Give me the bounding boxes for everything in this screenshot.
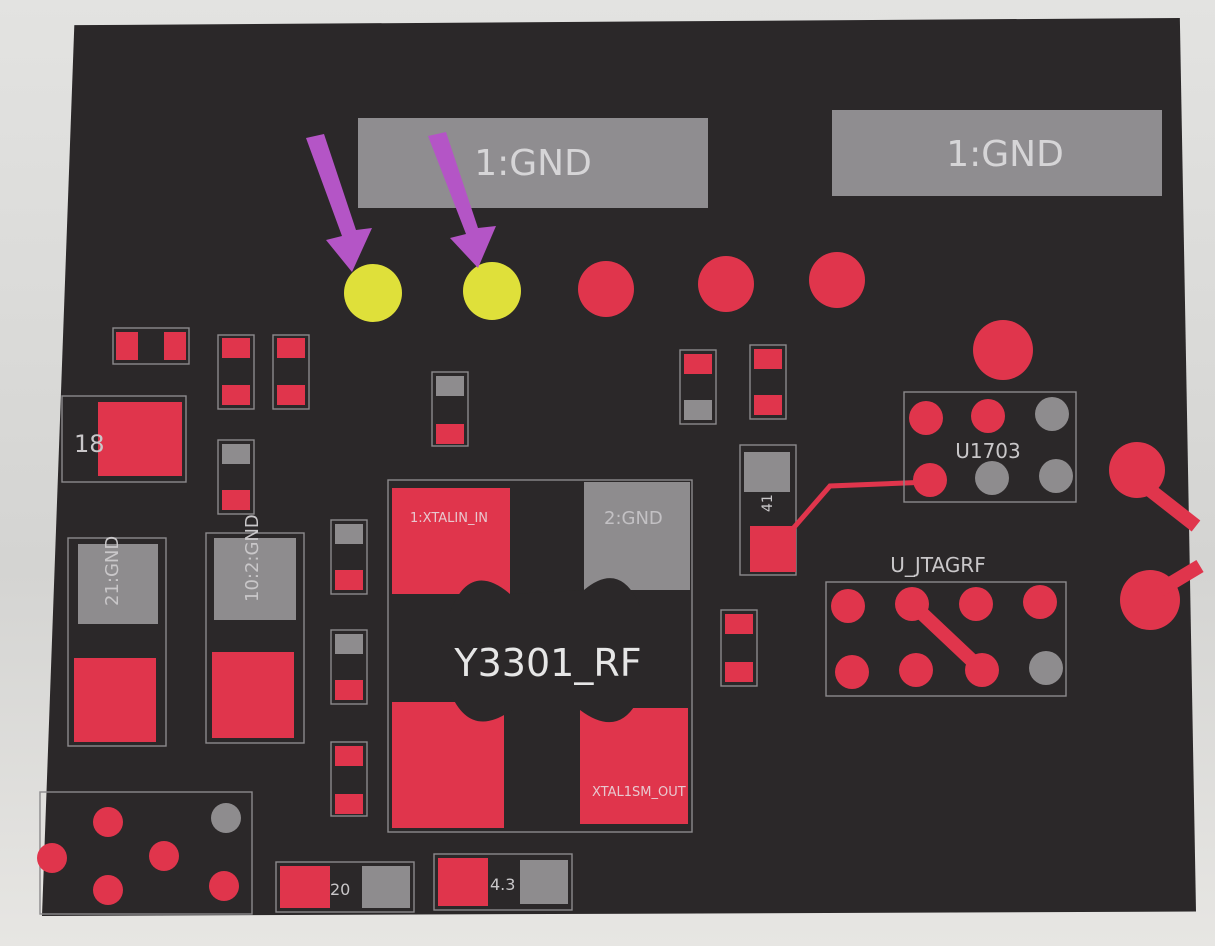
component-u-jtagrf: U_JTAGRF xyxy=(825,553,1067,697)
resistor-footprint xyxy=(272,334,310,410)
resistor-footprint xyxy=(330,519,368,595)
part-20: 20 xyxy=(275,861,415,913)
arrow-pointer-icon xyxy=(306,134,372,272)
component-y3301-rf: 1:XTALIN_IN 2:GND XTAL1SM_OUT Y3301_RF xyxy=(387,479,693,833)
resistor-footprint xyxy=(720,609,758,687)
component-label: Y3301_RF xyxy=(453,641,641,685)
crystal-pad xyxy=(584,482,690,590)
arrow-pointer-icon xyxy=(428,132,496,268)
crystal-pad xyxy=(392,488,510,594)
test-pad-row xyxy=(344,252,865,322)
component-label: U_JTAGRF xyxy=(890,553,985,577)
test-pad xyxy=(578,261,634,317)
test-pad xyxy=(698,256,754,312)
part-label: 18 xyxy=(74,430,105,458)
resistor-footprint xyxy=(112,327,190,365)
gnd-label-text: 1:GND xyxy=(474,143,592,184)
pin-label: XTAL1SM_OUT xyxy=(592,785,686,800)
component-u1703: U1703 xyxy=(903,391,1077,503)
resistor-footprint xyxy=(217,334,255,410)
part-label: 10:2:GND xyxy=(242,514,263,602)
test-pad xyxy=(973,320,1033,380)
resistor-footprint xyxy=(679,349,717,425)
edge-pads xyxy=(1109,442,1204,630)
pin-label: 1:XTALIN_IN xyxy=(410,511,488,526)
part-43: 4.3 xyxy=(433,853,573,911)
trace xyxy=(788,479,931,534)
resistor-footprint xyxy=(749,344,787,420)
part-label: 41 xyxy=(760,494,776,512)
test-pad xyxy=(809,252,865,308)
part-label: 21:GND xyxy=(102,536,123,606)
component-label: U1703 xyxy=(955,439,1021,463)
part-10: 10:2:GND xyxy=(205,514,305,744)
test-pad-highlighted xyxy=(463,262,521,320)
test-pad-highlighted xyxy=(344,264,402,322)
resistor-footprint xyxy=(330,629,368,705)
part-21: 21:GND xyxy=(67,536,167,747)
resistor-footprint xyxy=(330,741,368,817)
part-41: 41 xyxy=(739,444,797,576)
resistor-footprint xyxy=(217,439,255,515)
gnd-label-left: 1:GND xyxy=(358,118,708,208)
crystal-pad xyxy=(580,708,688,824)
resistor-footprint xyxy=(431,371,469,447)
gnd-label-text: 1:GND xyxy=(946,134,1064,175)
part-label: 20 xyxy=(330,880,350,899)
pin-label: 2:GND xyxy=(604,508,663,529)
gnd-label-right: 1:GND xyxy=(832,110,1162,196)
part-18: 18 xyxy=(61,395,187,483)
crystal-pad xyxy=(392,702,504,828)
bga-footprint xyxy=(37,791,253,915)
part-label: 4.3 xyxy=(490,875,515,894)
